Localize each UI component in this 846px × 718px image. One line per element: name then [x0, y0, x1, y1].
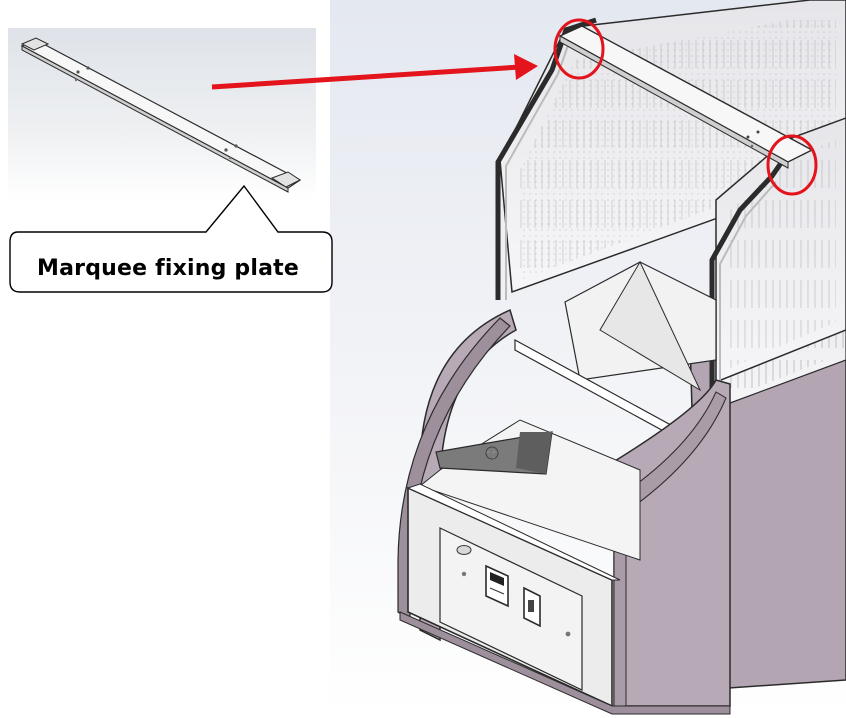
bill-acceptor-icon [485, 564, 509, 608]
callout-bubble [9, 184, 333, 293]
highlight-circle-top [553, 18, 605, 80]
machine-render [397, 0, 846, 715]
coin-slot-icon [456, 545, 472, 555]
callout-label: Marquee fixing plate [37, 255, 299, 281]
keyhole-icon [523, 586, 541, 628]
pointer-arrow [211, 54, 538, 90]
part-thumbnail [8, 28, 316, 200]
highlight-circle-right [766, 134, 818, 196]
